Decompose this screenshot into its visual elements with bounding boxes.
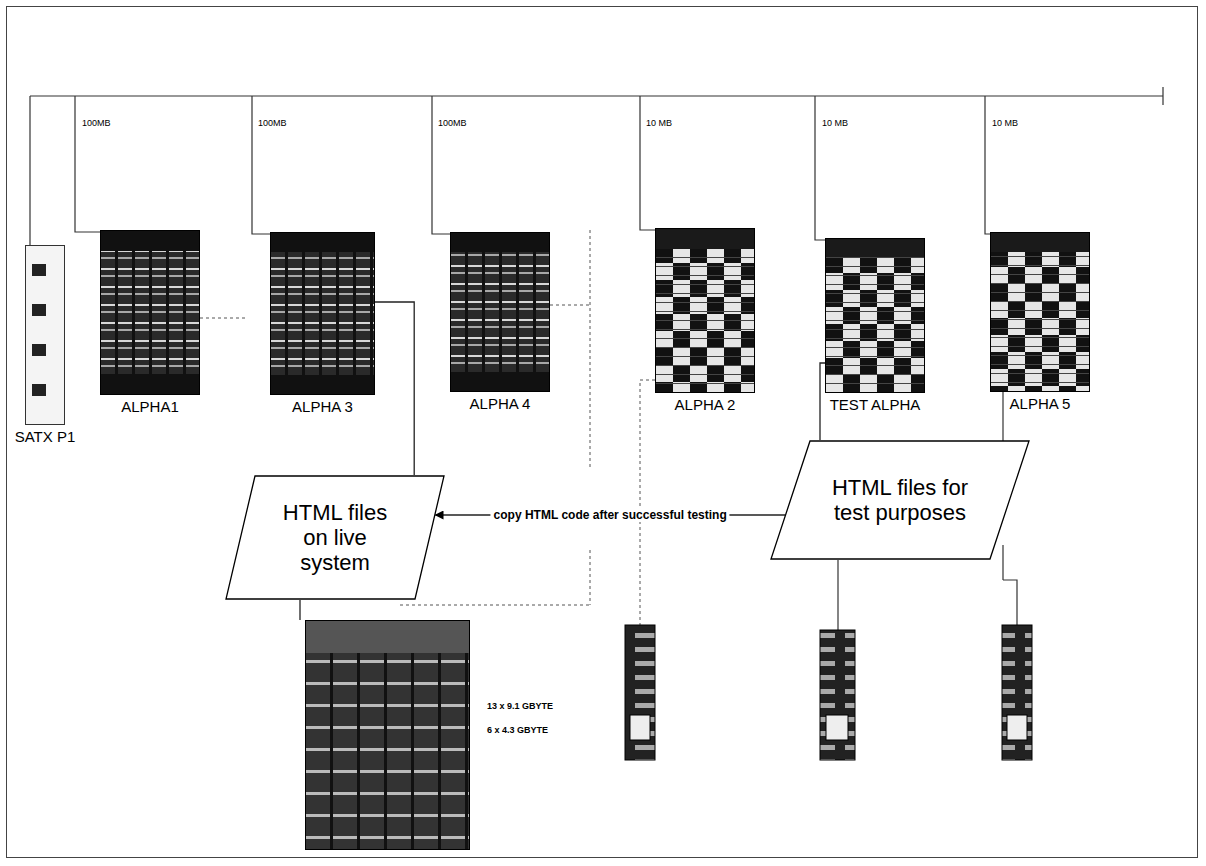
server-box: ALPHA 4 [450, 232, 550, 392]
server-box: ALPHA 5 [990, 232, 1090, 392]
dotted-link [640, 380, 655, 625]
tower-panel [1007, 715, 1027, 740]
drop-line [29, 96, 30, 245]
server-box: ALPHA 2 [655, 228, 755, 393]
server-name: SATX P1 [15, 428, 76, 445]
tower-link [1002, 545, 1003, 580]
tower-link [1003, 580, 1017, 625]
drop-line [75, 96, 100, 232]
edge-label: copy HTML code after successful testing [491, 508, 730, 522]
html-files-box: HTML files for test purposes [770, 440, 1030, 560]
connector [375, 302, 414, 475]
drop-line [985, 96, 990, 234]
box-text: HTML files on live system [275, 500, 395, 576]
drop-line [640, 96, 655, 230]
disk-tower [1002, 625, 1032, 760]
bus-terminator [1162, 87, 1163, 105]
server-box: TEST ALPHA [825, 238, 925, 393]
capacity-label: 13 x 9.1 GBYTE [487, 701, 553, 711]
disk-array: 13 x 9.1 GBYTE6 x 4.3 GBYTE [305, 620, 470, 850]
server-name: ALPHA1 [121, 398, 179, 415]
server-name: ALPHA 3 [292, 398, 353, 415]
server-name: ALPHA 2 [675, 396, 736, 413]
connector [299, 600, 300, 620]
server-name: ALPHA 5 [1010, 395, 1071, 412]
server-name: TEST ALPHA [830, 396, 921, 413]
tower-link [837, 560, 838, 630]
disk-tower [625, 625, 655, 760]
server-box: ALPHA1 [100, 230, 200, 395]
server-name: ALPHA 4 [470, 395, 531, 412]
tower-panel [630, 715, 650, 740]
bandwidth-label: 10 MB [822, 118, 848, 128]
bandwidth-label: 10 MB [646, 118, 672, 128]
drop-line [252, 96, 270, 234]
drop-line [815, 96, 825, 240]
bandwidth-label: 10 MB [992, 118, 1018, 128]
drop-line [432, 96, 450, 234]
dotted-link [590, 550, 591, 605]
disk-tower [820, 630, 855, 760]
dotted-link [200, 318, 245, 319]
server-box: SATX P1 [25, 245, 65, 425]
dotted-link [590, 230, 591, 470]
capacity-label: 6 x 4.3 GBYTE [487, 725, 548, 735]
bandwidth-label: 100MB [258, 118, 287, 128]
server-box: ALPHA 3 [270, 232, 375, 395]
network-bus [30, 95, 1163, 96]
html-files-box: HTML files on live system [225, 475, 445, 600]
box-text: HTML files for test purposes [830, 475, 970, 526]
dotted-link [400, 605, 590, 606]
text-wrap: HTML files for test purposes [770, 440, 1030, 560]
text-wrap: HTML files on live system [225, 475, 445, 600]
bandwidth-label: 100MB [438, 118, 467, 128]
dotted-link [550, 305, 590, 306]
bandwidth-label: 100MB [82, 118, 111, 128]
tower-panel [826, 715, 848, 740]
